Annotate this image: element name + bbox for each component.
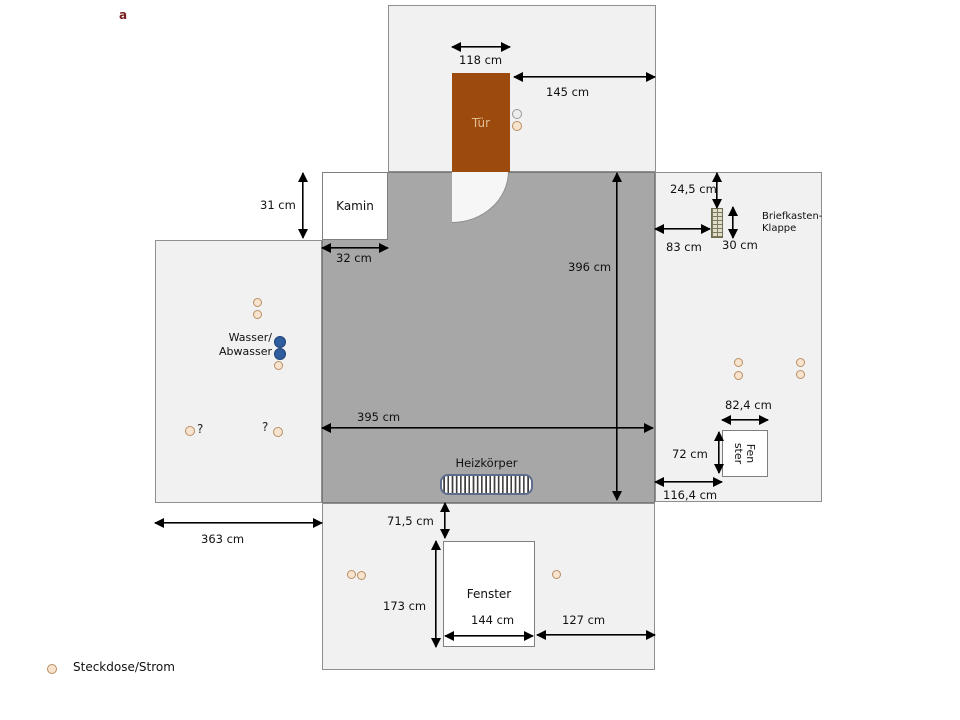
window-right-label: Fen ster <box>733 442 758 465</box>
door: Tür <box>452 73 510 172</box>
dim-arrow-mailbox-offset-top <box>712 172 722 209</box>
mailbox-flap-icon <box>711 208 723 238</box>
legend-socket-label: Steckdose/Strom <box>73 660 175 674</box>
chimney-label: Kamin <box>336 199 374 213</box>
socket-icon <box>734 358 743 367</box>
dim-label-window-bottom-height: 173 cm <box>383 599 427 613</box>
dim-arrow-window-bottom-offset-top <box>440 502 450 539</box>
socket-icon <box>273 427 283 437</box>
question-mark-left: ? <box>197 422 204 436</box>
window-bottom-box <box>443 541 535 647</box>
dim-arrow-window-right-width <box>721 415 769 425</box>
socket-icon <box>274 361 283 370</box>
dim-arrow-room-height <box>612 172 622 501</box>
dim-label-door-to-corner: 145 cm <box>546 85 590 99</box>
dim-arrow-chimney-height <box>298 172 308 239</box>
dim-label-mailbox-height: 30 cm <box>722 238 758 252</box>
water-label-line2: Abwasser <box>219 344 272 358</box>
dim-label-left-wing-width: 363 cm <box>201 532 245 546</box>
mailbox-label-line1: Briefkasten- <box>762 211 823 222</box>
dim-arrow-room-width <box>321 423 654 433</box>
water-label-line1: Wasser/ <box>228 331 272 344</box>
dim-arrow-chimney-width <box>321 243 389 253</box>
top-wing-panel <box>388 5 656 172</box>
dim-label-window-right-width: 82,4 cm <box>725 398 772 412</box>
dim-label-window-right-height: 72 cm <box>672 447 708 461</box>
water-label: Wasser/ Abwasser <box>196 331 272 358</box>
dim-arrow-window-right-height <box>714 431 724 474</box>
dim-label-mailbox-offset-left: 83 cm <box>666 240 702 254</box>
dim-arrow-window-bottom-height <box>431 540 441 648</box>
dim-arrow-window-bottom-width <box>444 631 534 641</box>
left-wing-panel <box>155 240 322 503</box>
socket-icon <box>357 571 366 580</box>
radiator-icon <box>440 474 533 495</box>
question-mark-right: ? <box>262 420 269 434</box>
dim-arrow-window-right-offset <box>654 477 723 487</box>
dim-arrow-door-to-corner <box>513 72 656 82</box>
mailbox-label: Briefkasten- Klappe <box>762 211 822 235</box>
dim-label-window-right-offset: 116,4 cm <box>663 488 718 502</box>
dim-label-chimney-height: 31 cm <box>260 198 296 212</box>
dim-label-window-bottom-offset-top: 71,5 cm <box>387 514 434 528</box>
dim-label-window-bottom-width: 144 cm <box>471 613 515 627</box>
radiator-label: Heizkörper <box>455 456 518 470</box>
dim-label-room-height: 396 cm <box>568 260 612 274</box>
dim-label-door-width: 118 cm <box>459 53 503 67</box>
window-right-label-line2: ster <box>733 442 746 465</box>
dim-label-mailbox-offset-top: 24,5 cm <box>670 182 717 196</box>
door-label: Tür <box>471 115 491 130</box>
legend-socket-icon <box>47 664 57 674</box>
socket-icon <box>796 358 805 367</box>
dim-arrow-door-width <box>451 42 511 52</box>
wastewater-connection-icon <box>274 348 286 360</box>
socket-icon <box>796 370 805 379</box>
dim-label-window-bottom-offset-right: 127 cm <box>562 613 606 627</box>
dim-arrow-mailbox-offset-left <box>654 224 711 234</box>
window-bottom-label: Fenster <box>466 587 512 601</box>
page-marker: a <box>119 8 128 22</box>
socket-icon <box>512 121 522 131</box>
dim-arrow-mailbox-height <box>728 206 738 239</box>
chimney-box: Kamin <box>322 172 388 240</box>
dim-label-chimney-width: 32 cm <box>336 251 372 265</box>
dim-arrow-left-wing-width <box>154 518 323 528</box>
mailbox-label-line2: Klappe <box>762 223 797 234</box>
window-right-label-line1: Fen <box>744 443 758 464</box>
socket-icon <box>253 310 262 319</box>
dim-arrow-window-bottom-offset-right <box>536 630 656 640</box>
socket-icon <box>552 570 561 579</box>
socket-icon <box>347 570 356 579</box>
window-right-box: Fen ster <box>722 430 768 477</box>
socket-icon <box>185 426 195 436</box>
water-connection-icon <box>274 336 286 348</box>
socket-icon <box>734 371 743 380</box>
socket-icon <box>512 109 522 119</box>
dim-label-room-width: 395 cm <box>357 410 401 424</box>
socket-icon <box>253 298 262 307</box>
